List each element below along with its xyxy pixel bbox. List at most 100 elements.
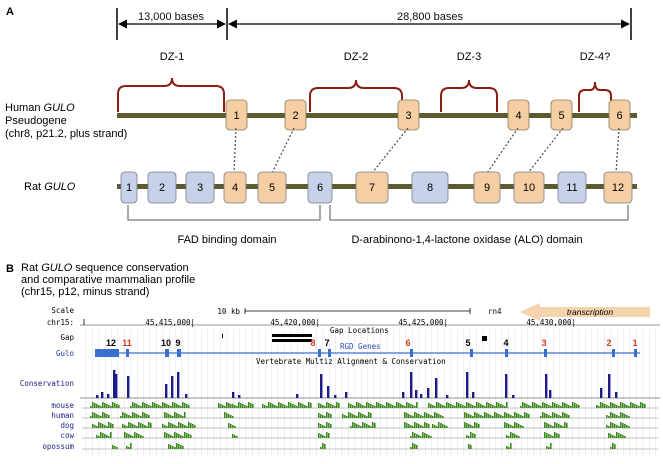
conservation-peak — [127, 376, 130, 398]
conservation-peak — [466, 372, 469, 398]
human-label-line2: Pseudogene — [5, 115, 67, 127]
conservation-peak — [505, 374, 508, 398]
gap-block-3 — [482, 336, 487, 341]
panel-b-title-line1: Rat GULO sequence conservation — [21, 262, 189, 274]
conservation-peak — [171, 376, 174, 398]
rat-exon-label: 12 — [612, 182, 624, 194]
gulo-exon-block — [328, 349, 331, 357]
rat-exon-12: 12 — [603, 171, 633, 204]
pos-45415000: 45,415,000| — [145, 318, 195, 327]
conservation-peak — [512, 395, 515, 398]
rat-exon-5: 5 — [257, 171, 287, 204]
gulo-track-label[interactable]: Gulo — [56, 349, 75, 358]
conservation-peak — [472, 392, 475, 398]
species-label[interactable]: human — [51, 411, 74, 420]
rat-exon-label: 1 — [126, 182, 132, 194]
human-exon-label: 3 — [405, 110, 411, 122]
human-exon-label: 6 — [616, 110, 622, 122]
pos-45425000: 45,425,000| — [398, 318, 448, 327]
rat-exon-label: 11 — [566, 182, 577, 194]
gulo-exon-block — [410, 349, 413, 357]
rat-exon-label: 2 — [159, 182, 165, 194]
alo-domain-label: D-arabinono-1,4-lactone oxidase (ALO) do… — [351, 234, 582, 246]
rat-exon-3: 3 — [185, 171, 215, 204]
rat-exon-7: 7 — [355, 171, 389, 204]
gulo-exon-block — [318, 349, 321, 357]
dz3-label: DZ-3 — [457, 51, 481, 63]
multiz-title: Vertebrate Multiz Alignment & Conservati… — [256, 357, 446, 366]
fad-domain-bracket — [127, 205, 321, 221]
human-exon-5: 5 — [550, 99, 573, 131]
rgd-genes-title: RGD Genes — [340, 342, 381, 351]
human-exon-1: 1 — [225, 99, 248, 131]
rat-exon-11: 11 — [557, 171, 587, 204]
browser-exon-label-11: 11 — [122, 338, 132, 348]
conservation-peaks — [96, 370, 618, 398]
human-exon-6: 6 — [608, 99, 631, 131]
rat-exon-6: 6 — [307, 171, 333, 204]
panel-b-title-line3: (chr15, p12, minus strand) — [21, 286, 149, 298]
gulo-exon-block — [505, 349, 508, 357]
gulo-exon-block — [126, 349, 129, 357]
human-label-line1: Human GULO — [5, 102, 75, 114]
species-label[interactable]: cow — [60, 431, 74, 440]
rat-exon-label: 7 — [369, 182, 375, 194]
conservation-peak — [608, 374, 611, 398]
rat-exon-4: 4 — [223, 171, 247, 204]
fad-domain-label: FAD binding domain — [177, 234, 276, 246]
species-track-dog: dog — [60, 421, 658, 430]
rat-exon-label: 9 — [484, 182, 490, 194]
assembly-label: rn4 — [488, 307, 502, 316]
human-exon-label: 5 — [558, 110, 564, 122]
gulo-exon-block — [612, 349, 615, 357]
conservation-peak — [238, 395, 241, 398]
genome-browser: Scale chr15: Gap Gulo Conservation 10 kb… — [0, 303, 663, 464]
conservation-peak — [113, 370, 116, 398]
gulo-exon-block — [95, 349, 119, 357]
human-exon-label: 4 — [515, 110, 521, 122]
rat-exon-label: 3 — [197, 182, 203, 194]
conservation-peak — [600, 388, 603, 398]
human-exon-label: 2 — [292, 110, 298, 122]
conservation-peak — [115, 374, 118, 398]
dz4-label: DZ-4? — [580, 51, 611, 63]
human-exons: 1 2 3 4 5 6 — [225, 99, 631, 131]
panel-a-letter: A — [6, 6, 14, 18]
gap-block-1 — [272, 334, 312, 337]
conservation-peak — [446, 395, 449, 398]
rat-exon-label: 6 — [317, 182, 323, 194]
span-label-28800: 28,800 bases — [397, 11, 464, 23]
rat-exon-1: 1 — [120, 171, 138, 204]
gulo-exon-block — [177, 349, 181, 357]
browser-exon-label-8: 8 — [310, 338, 315, 348]
rat-exon-8: 8 — [411, 171, 449, 204]
browser-exon-label-1: 1 — [632, 338, 637, 348]
conservation-peak — [345, 392, 348, 398]
browser-exon-label-4: 4 — [503, 338, 508, 348]
rat-label: Rat GULO — [24, 181, 76, 193]
species-label[interactable]: dog — [60, 421, 74, 430]
species-track-mouse: mouse — [51, 401, 658, 410]
species-track-human: human — [51, 411, 658, 420]
browser-exon-label-7: 7 — [324, 338, 329, 348]
species-track-opossum: opossum — [42, 442, 658, 451]
conservation-track-label[interactable]: Conservation — [20, 379, 74, 388]
browser-exon-label-12: 12 — [106, 338, 116, 348]
gap-block-2 — [272, 339, 312, 342]
panel-b-letter: B — [6, 263, 14, 275]
human-exon-3: 3 — [397, 99, 420, 131]
transcription-label: transcription — [567, 307, 614, 317]
rat-exon-9: 9 — [473, 171, 501, 204]
conservation-peak — [101, 392, 104, 398]
browser-exon-label-5: 5 — [465, 338, 470, 348]
conservation-peak — [427, 388, 430, 398]
gulo-exon-block — [634, 349, 637, 357]
species-label[interactable]: mouse — [51, 401, 74, 410]
species-label[interactable]: opossum — [42, 442, 74, 451]
rat-exon-10: 10 — [513, 171, 545, 204]
dz1-label: DZ-1 — [160, 51, 184, 63]
human-label-line3: (chr8, p21.2, plus strand) — [5, 128, 127, 140]
pos-45430000: 45,430,000| — [526, 318, 576, 327]
